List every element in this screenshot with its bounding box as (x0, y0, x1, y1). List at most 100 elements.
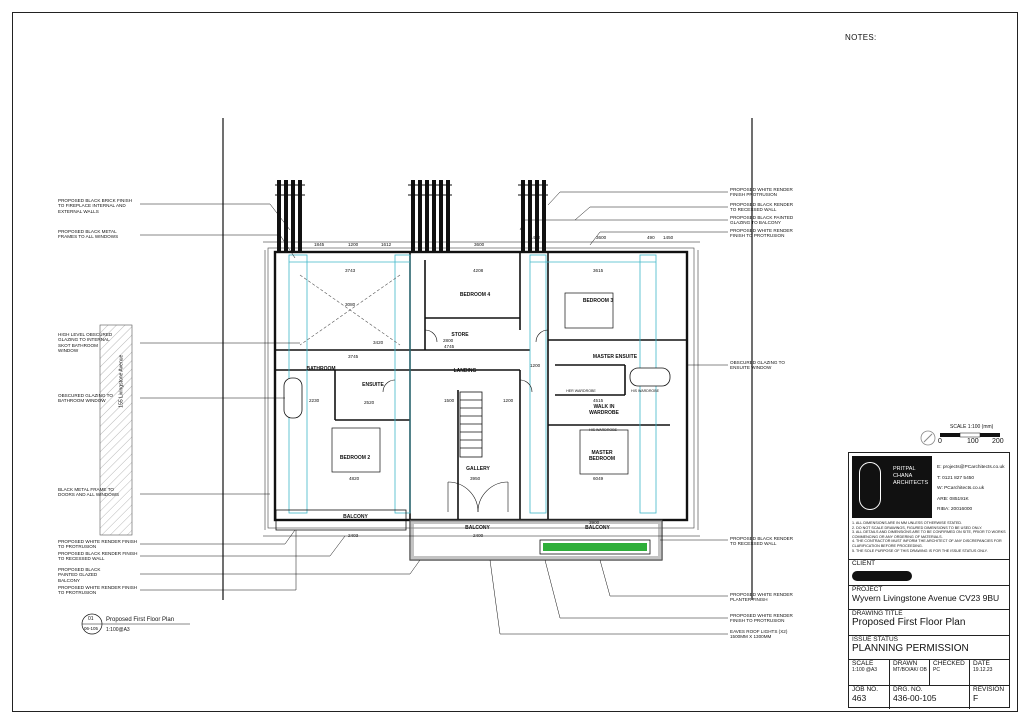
dim-top-6: 3600 (596, 235, 607, 240)
title-block: PRITPAL CHANA ARCHITECTS E: projects@PCa… (848, 452, 1010, 709)
dim-top-8: 1450 (663, 235, 674, 240)
baths (283, 367, 671, 419)
date-value: 19.12.23 (973, 667, 993, 673)
room-master-ensuite: MASTER ENSUITE (592, 354, 638, 360)
drg-caption: DRG. NO. (893, 686, 923, 693)
revision-value: F (973, 693, 979, 703)
issue-status-caption: ISSUE STATUS (852, 636, 898, 643)
glazing-lines (288, 254, 657, 514)
scale-caption: SCALE (852, 660, 874, 667)
dim-inner-1: 3743 (345, 268, 356, 273)
dim-inner-6: 4745 (444, 344, 455, 349)
annotation-left-8: PROPOSED BLACK PAINTED GLAZED BALCONY (58, 567, 101, 583)
annotation-right-3: PROPOSED BLACK PAINTED GLAZING TO BALCON… (730, 215, 794, 226)
balcony-left (275, 509, 407, 531)
dim-inner-20: 2400 (473, 533, 484, 538)
doors (382, 329, 549, 513)
room-bedroom-3: BEDROOM 3 (582, 298, 614, 304)
dim-inner-17: 3950 (470, 476, 481, 481)
void-cross (299, 274, 401, 346)
room-landing: LANDING (453, 368, 477, 374)
pergola-rails (275, 184, 548, 196)
dim-inner-8: 3745 (348, 354, 359, 359)
architect-web: W: PCarchitects.co.uk (937, 486, 985, 491)
annotation-right-9: EAVES ROOF LIGHTS (X2) 1500MM X 1300MM (730, 629, 788, 640)
room-balcony-right: BALCONY (585, 525, 610, 531)
dim-inner-15: 6049 (593, 476, 604, 481)
annotation-right-2: PROPOSED BLACK RENDER TO RECESSED WALL (730, 202, 794, 213)
issue-status: PLANNING PERMISSION (852, 643, 969, 654)
job-row: JOB NO. 463 DRG. NO. 436-00-105 REVISION… (849, 685, 1009, 709)
dim-top-5: 1450 (530, 235, 541, 240)
scale-tick-200: 200 (992, 438, 1004, 445)
drg-number: 436-00-105 (893, 693, 937, 703)
room-gallery: GALLERY (466, 466, 490, 472)
dim-top-7: 490 (647, 235, 655, 240)
drawing-sheet-border (12, 12, 1018, 712)
client-row: CLIENT (849, 559, 1009, 585)
dim-inner-13: 1200 (503, 398, 514, 403)
street-label: 155 Livingstone Avenue (118, 354, 125, 408)
scale-tick-100: 100 (967, 438, 979, 445)
annotation-right-7: PROPOSED WHITE RENDER PLANTER FINISH (730, 592, 793, 603)
dim-inner-5: 3420 (373, 340, 384, 345)
checked-value: PC (933, 667, 940, 673)
dim-inner-9: 1200 (530, 363, 541, 368)
annotation-left-4: OBSCURED GLAZING TO BATHROOM WINDOW (58, 393, 113, 404)
dim-inner-4: 3080 (345, 302, 356, 307)
scale-tick-0: 0 (938, 438, 942, 445)
annotation-right-6: PROPOSED BLACK RENDER TO RECESSED WALL (730, 536, 794, 547)
room-balcony-mid: BALCONY (465, 525, 490, 531)
annotation-right-8: PROPOSED WHITE RENDER FINISH TO PROTRUSI… (730, 613, 793, 624)
client-caption: CLIENT (852, 560, 876, 567)
scale-bar-title: SCALE 1:100 (mm) (950, 424, 994, 430)
architect-name-block: PRITPAL CHANA ARCHITECTS (890, 456, 932, 518)
scale-drawn-row: SCALE 1:100 @A3 DRAWN MT/BO/AK/ OB CHECK… (849, 659, 1009, 685)
dim-inner-3: 3615 (593, 268, 604, 273)
dim-top-1: 1845 (314, 242, 325, 247)
project-caption: PROJECT (852, 586, 883, 593)
drawing-ref-sheet: 06-105 (84, 626, 99, 631)
dim-inner-2: 4208 (473, 268, 484, 273)
annotation-right-1: PROPOSED WHITE RENDER FINISH PROTRUSION (730, 187, 793, 198)
drawing-title: Proposed First Floor Plan (852, 617, 966, 628)
north-arrow (920, 430, 936, 446)
drawing-title-row: DRAWING TITLE Proposed First Floor Plan (849, 609, 1009, 635)
label-his-wardrobe-2: HIS WARDROBE (588, 428, 618, 432)
scale-bar-graphic (940, 432, 1000, 438)
dimension-lines (263, 241, 700, 537)
annotation-left-5: BLACK METAL FRAME TO DOORS AND ALL WINDO… (58, 487, 120, 498)
disclaimer-4: 4. THE CONTRACTOR MUST INFORM THE ARCHIT… (852, 539, 1002, 548)
drawing-ref-title: Proposed First Floor Plan (106, 617, 175, 623)
pergola-bars (277, 180, 546, 252)
dim-top-4: 3600 (474, 242, 485, 247)
dim-top-2: 1200 (348, 242, 359, 247)
date-caption: DATE (973, 660, 990, 667)
annotation-left-9: PROPOSED WHITE RENDER FINISH TO PROTRUSI… (58, 585, 138, 596)
drawing-ref-number: 01 (88, 616, 94, 622)
room-bedroom-2: BEDROOM 2 (339, 455, 371, 461)
annotation-left-7: PROPOSED BLACK RENDER FINISH TO RECESSED… (58, 551, 138, 562)
dim-top-3: 1612 (381, 242, 392, 247)
annotation-right-5: OBSCURED GLAZING TO ENSUITE WINDOW (730, 360, 785, 371)
room-ensuite: ENSUITE (362, 382, 384, 388)
disclaimer-3: 3. ALL DETAILS AND DIMENSIONS ARE TO BE … (852, 530, 1006, 539)
label-her-wardrobe: HER WARDROBE (566, 389, 596, 393)
annotation-left-1: PROPOSED BLACK BRICK FINISH TO FIREPLACE… (58, 198, 133, 214)
stair (459, 391, 483, 458)
revision-caption: REVISION (973, 686, 1005, 693)
annotation-right-4: PROPOSED WHITE RENDER FINISH TO PROTRUSI… (730, 228, 793, 239)
dim-inner-10: 2230 (309, 398, 320, 403)
beds (331, 292, 629, 475)
dim-inner-16: 4820 (349, 476, 360, 481)
room-balcony-left: BALCONY (343, 514, 368, 520)
drawing-title-caption: DRAWING TITLE (852, 610, 903, 617)
architect-name-2: CHANA (893, 473, 913, 479)
architect-contacts: E: projects@PCarchitects.co.uk T: 0121 8… (937, 463, 1005, 516)
neighbour-building (99, 324, 133, 536)
client-redacted (852, 571, 912, 581)
dim-inner-14: 4515 (593, 398, 604, 403)
architect-arb: ARB: 085191K (937, 496, 969, 502)
dim-inner-7: 2800 (443, 338, 454, 343)
